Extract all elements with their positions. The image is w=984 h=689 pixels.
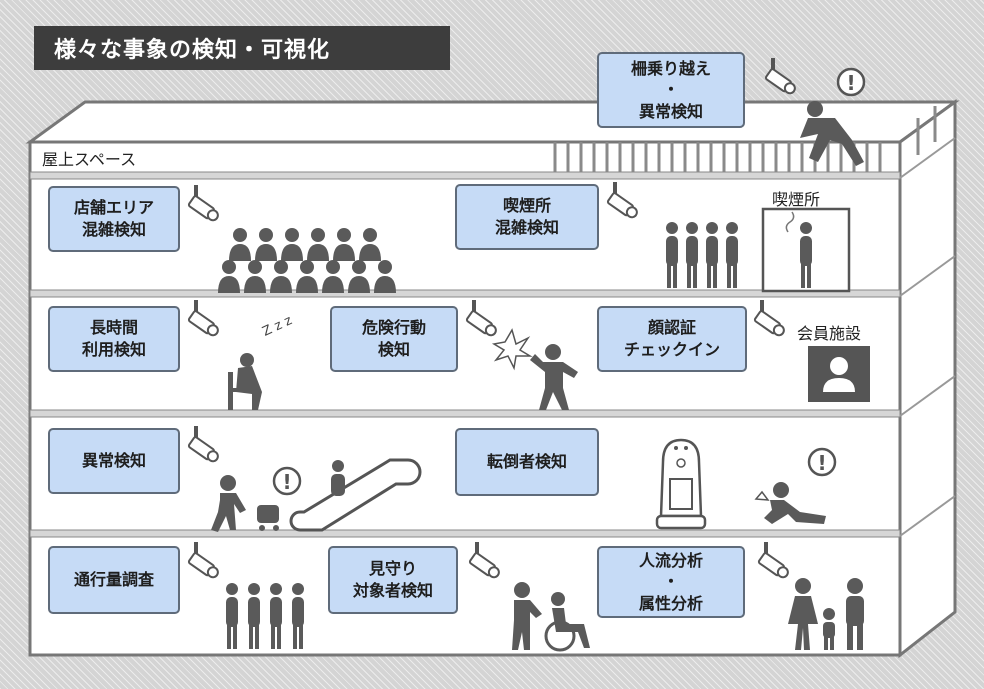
- smoking-booth: [761, 207, 851, 293]
- watch-target-box: 見守り 対象者検知: [328, 546, 458, 614]
- alert-icon: !: [272, 466, 302, 496]
- svg-text:!: !: [817, 451, 826, 475]
- traffic-survey-box: 通行量調査: [48, 546, 180, 614]
- family-figure: [788, 578, 864, 650]
- page-title: 様々な事象の検知・可視化: [34, 26, 450, 70]
- stroller-person-figure: [211, 475, 279, 532]
- alert-icon: !: [807, 447, 837, 477]
- smoking-congestion-box: 喫煙所 混雑検知: [455, 184, 599, 250]
- face-recognition-icon: [808, 346, 870, 402]
- svg-text:!: !: [846, 71, 855, 95]
- wheelchair-figure: [512, 582, 590, 652]
- member-facility-label: 会員施設: [797, 324, 862, 343]
- svg-text:!: !: [282, 470, 291, 494]
- fence-climb-detection-box: 柵乗り越え ・ 異常検知: [597, 52, 745, 128]
- long-stay-detection-box: 長時間 利用検知: [48, 306, 180, 372]
- rooftop-label: 屋上スペース: [42, 150, 137, 169]
- security-robot-figure: [655, 438, 707, 530]
- store-congestion-box: 店舗エリア 混雑検知: [48, 186, 180, 252]
- alert-icon: !: [836, 67, 866, 97]
- flow-attribute-box: 人流分析 ・ 属性分析: [597, 546, 745, 618]
- fall-detection-box: 転倒者検知: [455, 428, 599, 496]
- face-checkin-box: 顔認証 チェックイン: [597, 306, 747, 372]
- camera-icon: [764, 57, 799, 98]
- sleeping-person-figure: [228, 353, 262, 410]
- smoking-room-label: 喫煙所: [772, 190, 821, 209]
- anomaly-detection-box: 異常検知: [48, 428, 180, 494]
- escalator: [289, 458, 422, 532]
- fence-climber-figure: [800, 101, 864, 166]
- fallen-person-figure: [754, 482, 826, 524]
- dangerous-action-box: 危険行動 検知: [330, 306, 458, 372]
- dangerous-action-figure: [491, 328, 578, 410]
